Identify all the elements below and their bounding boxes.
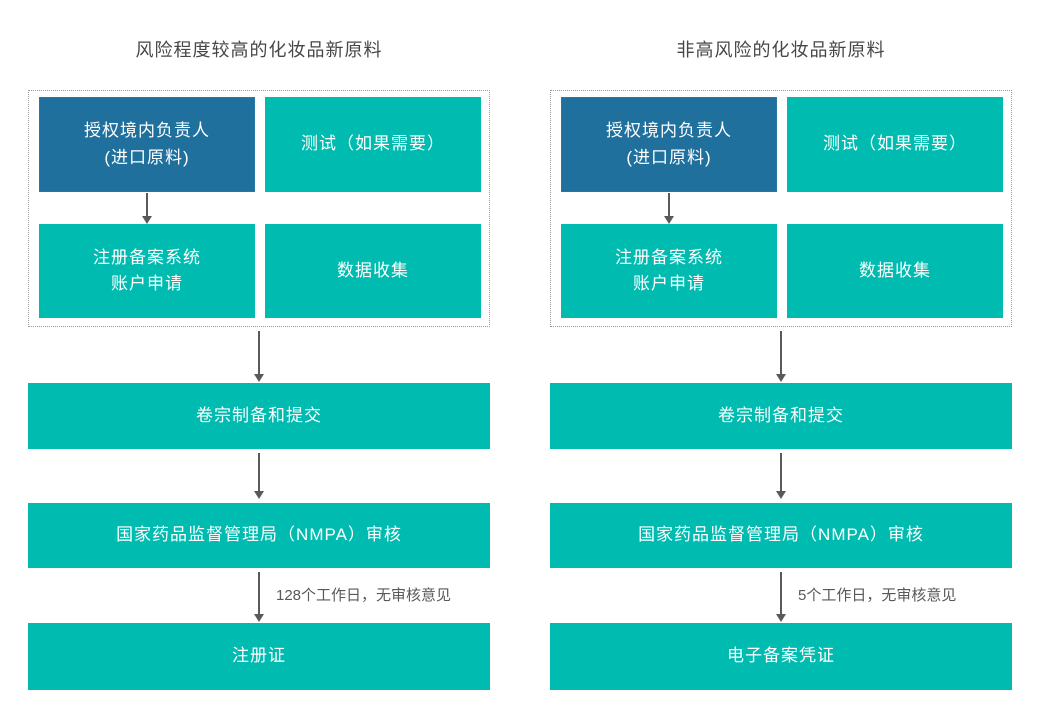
box-label: 注册备案系统 账户申请 bbox=[615, 247, 723, 293]
box-label: 注册备案系统 账户申请 bbox=[93, 247, 201, 293]
box-label: 注册证 bbox=[232, 646, 286, 666]
box-label: 电子备案凭证 bbox=[727, 646, 835, 666]
box-nmpa-review: 国家药品监督管理局（NMPA）审核 bbox=[28, 503, 490, 568]
flow-column-high-risk: 风险程度较高的化妆品新原料 授权境内负责人 (进口原料) 测试（如果需要） 注册… bbox=[28, 0, 490, 715]
arrow-down-icon bbox=[776, 453, 786, 499]
column-title: 风险程度较高的化妆品新原料 bbox=[135, 40, 383, 60]
preparation-group-border: 授权境内负责人 (进口原料) 测试（如果需要） 注册备案系统 账户申请 数据收集 bbox=[550, 90, 1012, 327]
box-dossier-preparation: 卷宗制备和提交 bbox=[550, 383, 1012, 449]
arrow-down-icon bbox=[142, 193, 152, 224]
flow-column-non-high-risk: 非高风险的化妆品新原料 授权境内负责人 (进口原料) 测试（如果需要） 注册备案… bbox=[550, 0, 1012, 715]
box-registration-certificate: 注册证 bbox=[28, 623, 490, 690]
arrow-down-icon bbox=[664, 193, 674, 224]
box-label: 数据收集 bbox=[337, 260, 409, 280]
box-data-collection: 数据收集 bbox=[265, 224, 481, 318]
box-account-application: 注册备案系统 账户申请 bbox=[561, 224, 777, 318]
box-label: 国家药品监督管理局（NMPA）审核 bbox=[638, 525, 924, 545]
box-authorize-responsible-person: 授权境内负责人 (进口原料) bbox=[561, 97, 777, 192]
box-label: 测试（如果需要） bbox=[823, 134, 967, 154]
box-label: 测试（如果需要） bbox=[301, 134, 445, 154]
arrow-down-icon bbox=[776, 572, 786, 622]
box-authorize-responsible-person: 授权境内负责人 (进口原料) bbox=[39, 97, 255, 192]
arrow-down-icon bbox=[254, 572, 264, 622]
box-account-application: 注册备案系统 账户申请 bbox=[39, 224, 255, 318]
arrow-down-icon bbox=[254, 331, 264, 382]
preparation-group-border: 授权境内负责人 (进口原料) 测试（如果需要） 注册备案系统 账户申请 数据收集 bbox=[28, 90, 490, 327]
box-label: 卷宗制备和提交 bbox=[718, 405, 844, 425]
box-label: 国家药品监督管理局（NMPA）审核 bbox=[116, 525, 402, 545]
box-label: 卷宗制备和提交 bbox=[196, 405, 322, 425]
box-label: 数据收集 bbox=[859, 260, 931, 280]
timeline-note: 5个工作日，无审核意见 bbox=[798, 587, 957, 604]
column-title: 非高风险的化妆品新原料 bbox=[676, 40, 886, 60]
box-nmpa-review: 国家药品监督管理局（NMPA）审核 bbox=[550, 503, 1012, 568]
box-testing: 测试（如果需要） bbox=[787, 97, 1003, 192]
arrow-down-icon bbox=[254, 453, 264, 499]
box-testing: 测试（如果需要） bbox=[265, 97, 481, 192]
box-label: 授权境内负责人 (进口原料) bbox=[606, 121, 732, 167]
arrow-down-icon bbox=[776, 331, 786, 382]
timeline-note: 128个工作日，无审核意见 bbox=[276, 587, 452, 604]
box-data-collection: 数据收集 bbox=[787, 224, 1003, 318]
box-dossier-preparation: 卷宗制备和提交 bbox=[28, 383, 490, 449]
box-label: 授权境内负责人 (进口原料) bbox=[84, 121, 210, 167]
box-electronic-filing-certificate: 电子备案凭证 bbox=[550, 623, 1012, 690]
